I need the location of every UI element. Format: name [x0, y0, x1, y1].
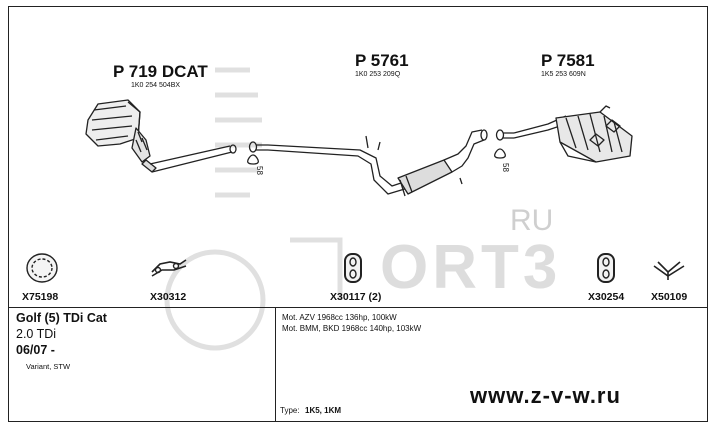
- rubber-hanger-icon: [344, 253, 362, 283]
- vehicle-model: Golf (5) TDi Cat: [16, 311, 107, 325]
- clamp-icon: [247, 141, 268, 165]
- watermark-brand: ORT3: [380, 233, 562, 302]
- diagram-frame: [8, 6, 708, 422]
- fitting-code-x50109: X50109: [651, 291, 688, 303]
- website-url: www.z-v-w.ru: [470, 383, 621, 408]
- ring-gasket-icon: [26, 253, 58, 283]
- fitting-code-x30312: X30312: [150, 291, 187, 303]
- part-code-p3: 1K5 253 609N: [541, 71, 586, 78]
- catalytic-converter-icon: [85, 99, 237, 173]
- part-title-p2: P 5761: [355, 51, 409, 70]
- vehicle-body: Variant, STW: [26, 362, 71, 371]
- divider-horizontal: [8, 307, 708, 308]
- type-value: 1K5, 1KM: [305, 406, 342, 415]
- rear-silencer-icon: [513, 105, 633, 163]
- part-code-p2: 1K0 253 209Q: [355, 71, 401, 78]
- engine-spec-2: Mot. BMM, BKD 1968cc 140hp, 103kW: [282, 324, 422, 333]
- fitting-code-x30254: X30254: [588, 291, 625, 303]
- middle-silencer-icon: [267, 129, 488, 197]
- rubber-hanger-icon: [597, 253, 615, 283]
- clamp-bolt-icon: [151, 259, 187, 277]
- part-code-p1: 1K0 254 504BX: [131, 82, 181, 89]
- fitting-code-x30117: X30117 (2): [330, 291, 382, 303]
- vehicle-engine: 2.0 TDi: [16, 327, 57, 341]
- vehicle-date: 06/07 -: [16, 343, 55, 357]
- watermark-ru: RU: [510, 204, 554, 237]
- engine-spec-1: Mot. AZV 1968cc 136hp, 100kW: [282, 313, 397, 322]
- fitting-code-x75198: X75198: [22, 291, 59, 303]
- type-label: Type:: [280, 406, 300, 415]
- clamp-icon: [494, 129, 514, 159]
- bracket-icon: [653, 261, 685, 280]
- divider-vertical: [275, 307, 276, 422]
- part-title-p3: P 7581: [541, 51, 595, 70]
- part-title-p1: P 719 DCAT: [113, 62, 208, 81]
